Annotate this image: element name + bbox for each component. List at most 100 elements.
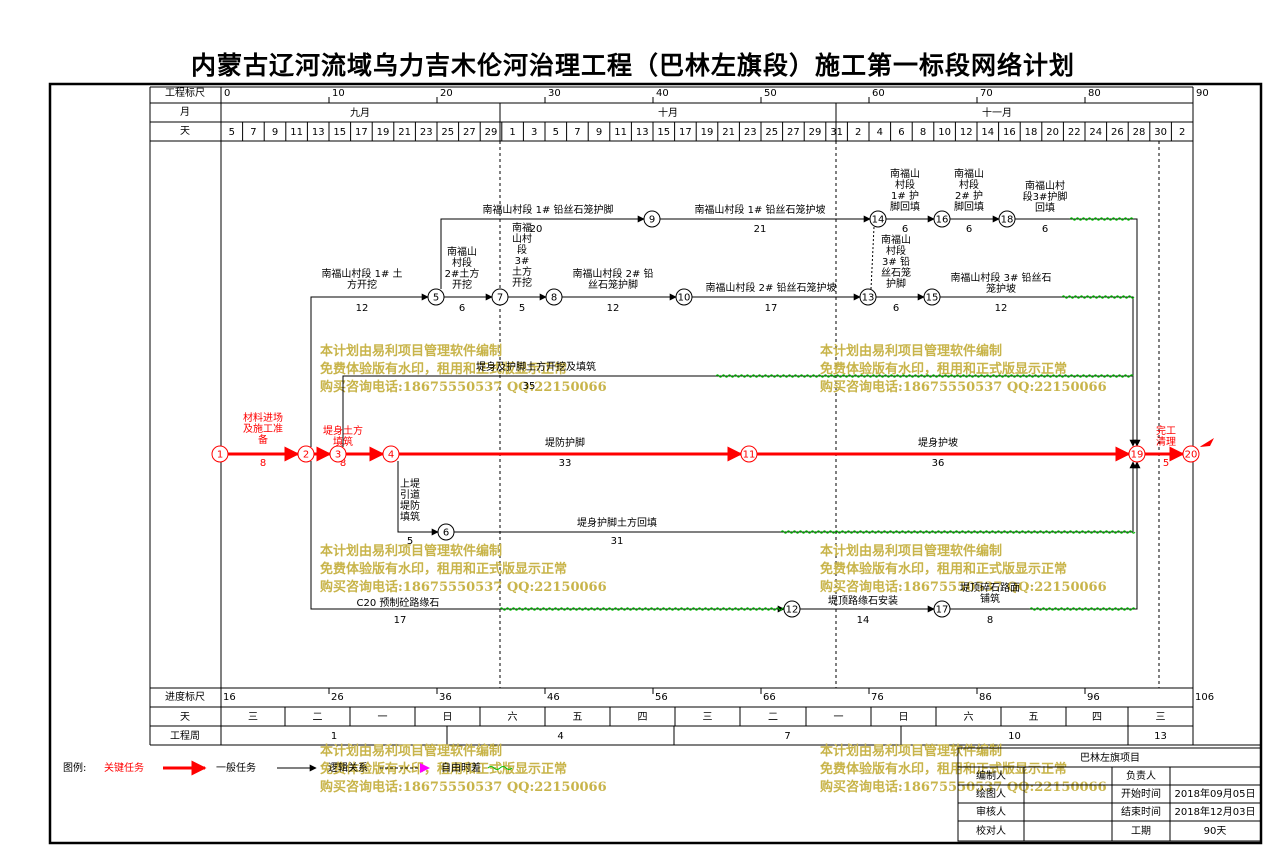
task-name: 堤顶路缘石安装 <box>828 594 898 607</box>
task-duration: 17 <box>394 615 407 626</box>
task-duration: 36 <box>932 458 945 469</box>
scale-tick: 10 <box>332 88 345 99</box>
legend: 图例: 关键任务 一般任务 逻辑关系 自由时差 <box>63 760 513 776</box>
task-name: 1# 护 <box>891 189 919 202</box>
node-4[interactable]: 4 <box>382 445 400 463</box>
task-name: 铺筑 <box>980 592 1000 605</box>
day-cell: 16 <box>1003 127 1016 138</box>
node-label: 20 <box>1185 450 1198 461</box>
node-1[interactable]: 1 <box>211 445 229 463</box>
node-5[interactable]: 5 <box>427 288 445 306</box>
node-10[interactable]: 10 <box>675 288 693 306</box>
node-13[interactable]: 13 <box>859 288 877 306</box>
week-cell: 13 <box>1154 731 1167 742</box>
node-2[interactable]: 2 <box>297 445 315 463</box>
weekday-cell: 日 <box>899 712 909 723</box>
day-cell: 6 <box>898 127 904 138</box>
node-7[interactable]: 7 <box>491 288 509 306</box>
node-14[interactable]: 14 <box>869 210 887 228</box>
node-15[interactable]: 15 <box>923 288 941 306</box>
node-12[interactable]: 12 <box>783 600 801 618</box>
week-cell: 1 <box>331 731 337 742</box>
task-duration: 35 <box>523 381 536 392</box>
task-duration: 6 <box>893 303 899 314</box>
day-cell: 17 <box>679 127 692 138</box>
task-name: 堤身护坡 <box>918 436 958 449</box>
day-cell: 27 <box>463 127 476 138</box>
node-20[interactable]: 20 <box>1182 445 1200 463</box>
scale-label: 工程标尺 <box>165 87 205 99</box>
watermark-text: 免费体验版有水印，租用和正式版显示正常 <box>820 561 1067 577</box>
node-8[interactable]: 8 <box>545 288 563 306</box>
task-name: 完工 <box>1156 424 1176 437</box>
node-3[interactable]: 3 <box>329 445 347 463</box>
free-float-wave <box>499 607 786 611</box>
task-name: 3# 铅 <box>882 255 910 268</box>
node-19[interactable]: 19 <box>1128 445 1146 463</box>
node-16[interactable]: 16 <box>933 210 951 228</box>
weekday-cell: 四 <box>1092 712 1102 723</box>
node-18[interactable]: 18 <box>998 210 1016 228</box>
day-cell: 4 <box>877 127 883 138</box>
month-cell: 九月 <box>350 107 370 119</box>
scale-tick: 70 <box>980 88 993 99</box>
task-name: 南福山 <box>447 245 477 258</box>
task-duration: 6 <box>902 224 908 235</box>
day-cell: 5 <box>229 127 235 138</box>
day-cell: 19 <box>377 127 390 138</box>
scale-tick: 50 <box>764 88 777 99</box>
node-label: 18 <box>1001 215 1014 226</box>
task-duration: 8 <box>987 615 993 626</box>
node-11[interactable]: 11 <box>740 445 758 463</box>
legend-float-label: 自由时差 <box>441 761 481 774</box>
task[interactable]: 堤身护坡 36 <box>918 436 958 469</box>
task-duration: 12 <box>995 303 1008 314</box>
node-label: 16 <box>936 215 949 226</box>
watermark-text: 本计划由易利项目管理软件编制 <box>320 343 502 359</box>
day-cell: 2 <box>855 127 861 138</box>
task-name: 上堤 <box>400 478 420 490</box>
progress-tick: 96 <box>1087 692 1100 703</box>
day-cell: 11 <box>614 127 627 138</box>
node-label: 3 <box>335 450 341 461</box>
task-name: 脚回填 <box>890 200 920 213</box>
node-9[interactable]: 9 <box>643 210 661 228</box>
weekday-cell: 六 <box>964 711 974 723</box>
task-name: 南福山 <box>881 233 911 246</box>
task-name: 填筑 <box>400 510 420 523</box>
task-duration: 33 <box>559 458 572 469</box>
watermark-text: 本计划由易利项目管理软件编制 <box>320 543 502 559</box>
day-cell: 26 <box>1111 127 1124 138</box>
free-float-wave <box>1029 607 1136 611</box>
task-duration: 21 <box>754 224 767 235</box>
node-17[interactable]: 17 <box>933 600 951 618</box>
task-name: 村段 <box>886 244 906 257</box>
task-duration: 8 <box>260 458 266 469</box>
day-cell: 21 <box>722 127 735 138</box>
duration-value: 90天 <box>1204 826 1227 837</box>
node-6[interactable]: 6 <box>437 523 455 541</box>
task-name: 2# 护 <box>955 189 983 202</box>
